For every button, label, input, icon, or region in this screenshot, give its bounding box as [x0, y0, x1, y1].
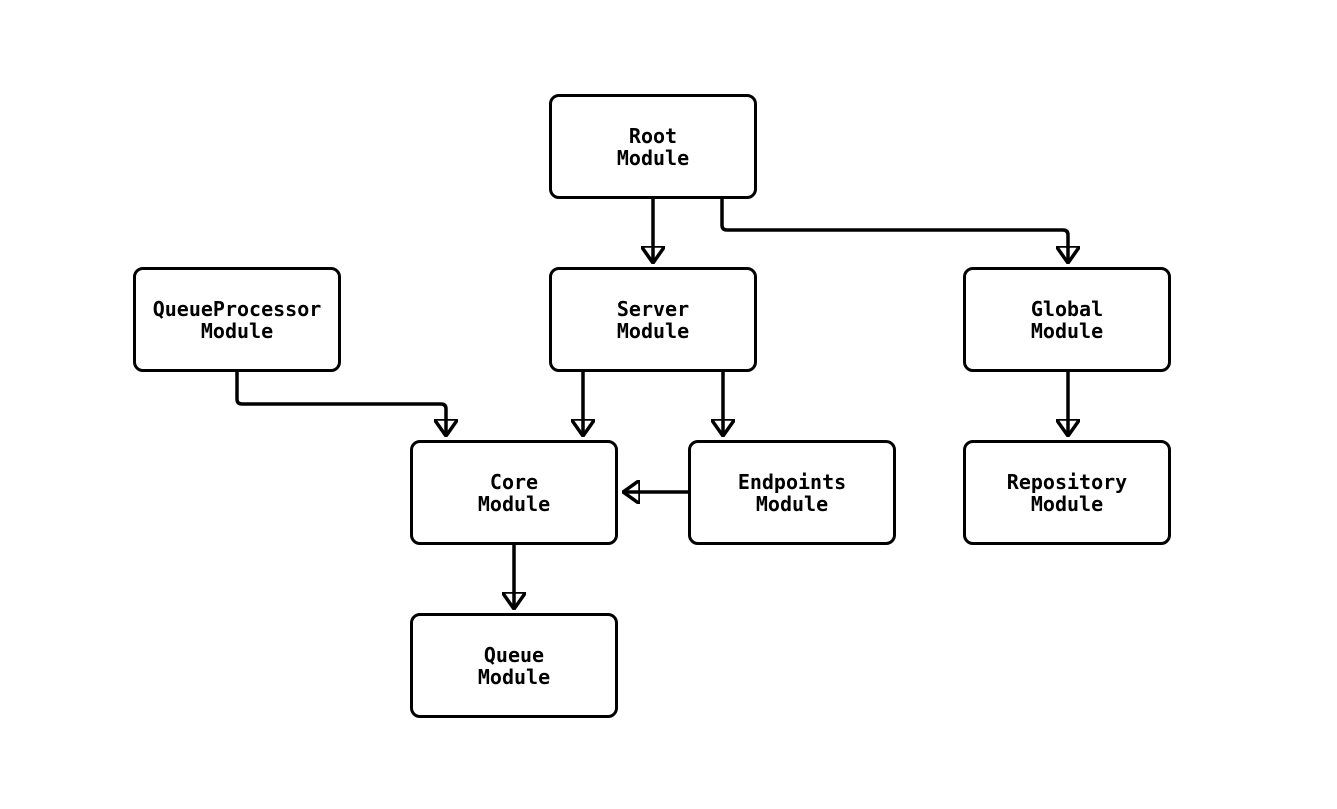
node-root-module: Root Module	[549, 94, 757, 199]
node-queueprocessor-module: QueueProcessor Module	[133, 267, 341, 372]
node-queue-module: Queue Module	[410, 613, 618, 718]
node-core-module: Core Module	[410, 440, 618, 545]
node-global-module: Global Module	[963, 267, 1171, 372]
node-server-module: Server Module	[549, 267, 757, 372]
edge-root-to-global	[720, 198, 1068, 262]
node-repository-module: Repository Module	[963, 440, 1171, 545]
edge-queueprocessor-to-core	[235, 372, 446, 435]
node-endpoints-module: Endpoints Module	[688, 440, 896, 545]
